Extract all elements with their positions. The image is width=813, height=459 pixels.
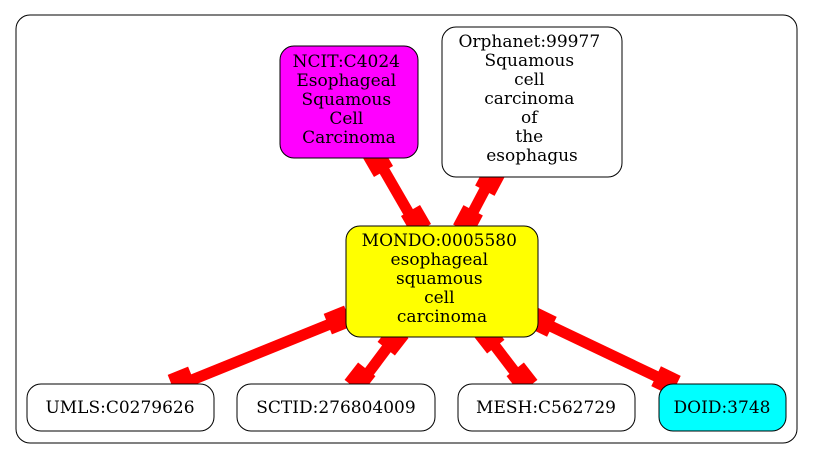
node-doid-box [658, 383, 787, 432]
node-doid[interactable]: DOID:3748 [658, 383, 787, 432]
svg-text:MESH:C562729: MESH:C562729 [476, 398, 616, 418]
node-ncit-line: Squamous [301, 90, 391, 110]
node-orphanet-line: the [515, 127, 543, 147]
node-umls[interactable]: UMLS:C0279626 [26, 383, 215, 432]
node-mondo-line: cell [424, 288, 454, 308]
node-mondo-line: carcinoma [397, 307, 487, 327]
node-umls-line: UMLS:C0279626 [45, 398, 194, 418]
node-mesh[interactable]: MESH:C562729 [457, 383, 636, 432]
node-mondo-line: esophageal [391, 250, 489, 270]
node-ncit-line: Esophageal [296, 71, 396, 91]
node-orphanet-line: Orphanet:99977 [458, 32, 600, 52]
node-mesh-line: MESH:C562729 [476, 398, 616, 418]
node-orphanet-line: esophagus [486, 146, 578, 166]
node-mesh-box [457, 383, 636, 432]
node-ncit-line: Carcinoma [302, 128, 396, 148]
node-mondo-line: squamous [396, 269, 483, 289]
node-ncit-line: Cell [329, 109, 363, 129]
node-mondo-line: MONDO:0005580 [362, 231, 517, 251]
svg-text:SCTID:276804009: SCTID:276804009 [256, 398, 415, 418]
node-ncit-line: NCIT:C4024 [293, 52, 400, 72]
node-sctid-box [236, 383, 436, 432]
node-ncit[interactable]: NCIT:C4024 Esophageal Squamous Cell Carc… [279, 45, 419, 159]
node-ncit-box [279, 45, 419, 159]
node-doid-line: DOID:3748 [674, 398, 771, 418]
node-mondo-box [345, 225, 539, 338]
node-orphanet-line: carcinoma [484, 89, 574, 109]
svg-text:UMLS:C0279626: UMLS:C0279626 [45, 398, 194, 418]
svg-text:DOID:3748: DOID:3748 [674, 398, 771, 418]
node-orphanet-line: cell [514, 70, 544, 90]
svg-text:Orphanet:99977 Squamous: Orphanet:99977 Squamous cell carcinoma o… [458, 32, 605, 166]
node-orphanet-box [441, 26, 623, 178]
svg-text:NCIT:C4024 Esophageal: NCIT:C4024 Esophageal Squamous Cell Carc… [293, 52, 406, 148]
node-orphanet-line: of [521, 108, 539, 128]
node-orphanet[interactable]: Orphanet:99977 Squamous cell carcinoma o… [441, 26, 623, 178]
node-orphanet-line: Squamous [484, 51, 574, 71]
node-sctid-line: SCTID:276804009 [256, 398, 415, 418]
node-mondo[interactable]: MONDO:0005580 esophageal squamous cell c… [345, 225, 539, 338]
node-umls-box [26, 383, 215, 432]
svg-text:MONDO:0005580 esophageal: MONDO:0005580 esophageal squamous cell c… [362, 231, 523, 327]
node-sctid[interactable]: SCTID:276804009 [236, 383, 436, 432]
